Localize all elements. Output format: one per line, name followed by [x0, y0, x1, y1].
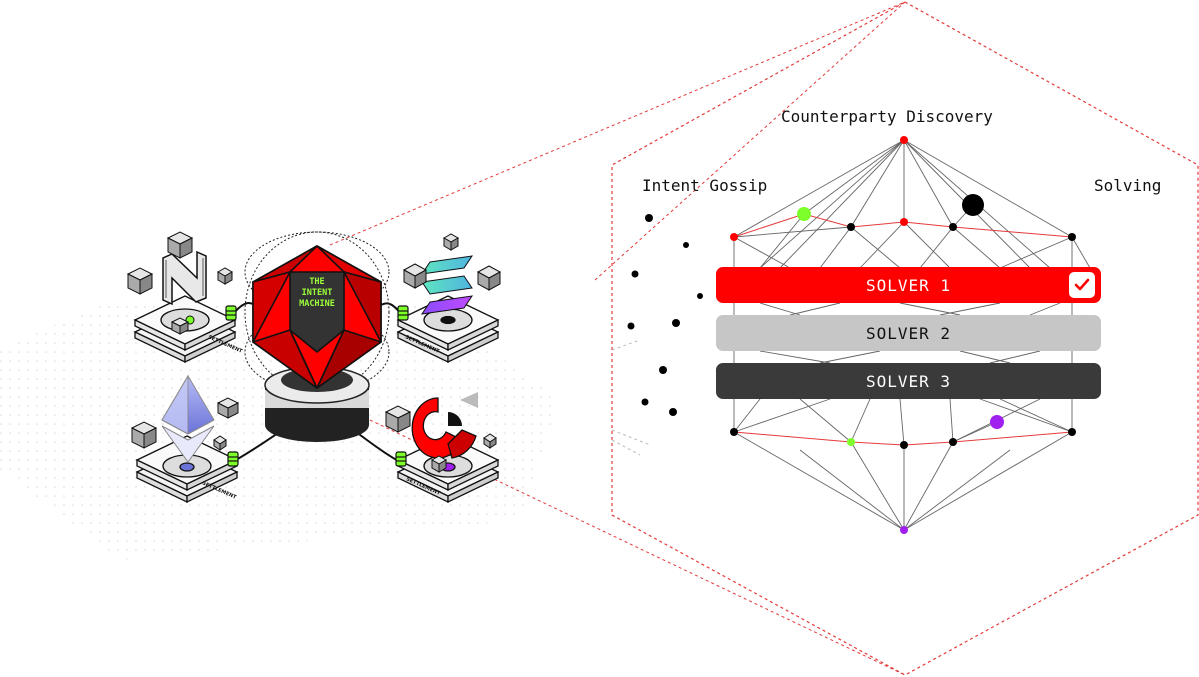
- node: [847, 223, 855, 231]
- solana-logo-icon: [420, 255, 474, 315]
- node-top-red: [900, 136, 908, 144]
- intent-machine-icosahedron: [252, 245, 382, 389]
- red-ring-logo-icon: [411, 392, 478, 459]
- settlement-platform-ring: [396, 435, 500, 504]
- intent-gossip-dots: [627, 214, 703, 416]
- selected-check-icon: [1069, 272, 1095, 298]
- solver-2-bar: SOLVER 2: [716, 315, 1101, 351]
- node-large-black: [962, 194, 984, 216]
- node: [949, 438, 957, 446]
- solver-3-label: SOLVER 3: [865, 371, 952, 391]
- solving-label: Solving: [1094, 176, 1162, 195]
- decorative-cubes: [126, 231, 502, 473]
- node: [1068, 428, 1076, 436]
- machine-label-line2: INTENT: [302, 288, 333, 298]
- node: [1068, 233, 1076, 241]
- ethereum-logo-icon: [161, 374, 215, 463]
- node-left-red: [730, 233, 738, 241]
- machine-label-line3: MACHINE: [299, 299, 335, 309]
- network-nodes: [730, 136, 1076, 534]
- gossip-dashes: [611, 339, 651, 456]
- node: [949, 223, 957, 231]
- machine-label-line1: THE: [309, 277, 324, 287]
- green-plug-connectors: [225, 305, 409, 467]
- node: [900, 441, 908, 449]
- node: [730, 428, 738, 436]
- node-green: [797, 207, 811, 221]
- solver-1-label: SOLVER 1: [865, 275, 952, 295]
- node-purple: [990, 415, 1004, 429]
- node-bottom-purple: [900, 526, 908, 534]
- intent-gossip-label: Intent Gossip: [642, 176, 768, 195]
- settlement-platform-solana: [396, 295, 500, 364]
- solver-1-bar: SOLVER 1: [716, 267, 1101, 303]
- near-logo-icon: [162, 250, 207, 306]
- node-red: [900, 218, 908, 226]
- solver-2-label: SOLVER 2: [865, 323, 952, 343]
- counterparty-discovery-label: Counterparty Discovery: [781, 107, 993, 126]
- solver-3-bar: SOLVER 3: [716, 363, 1101, 399]
- node-green-small: [847, 438, 855, 446]
